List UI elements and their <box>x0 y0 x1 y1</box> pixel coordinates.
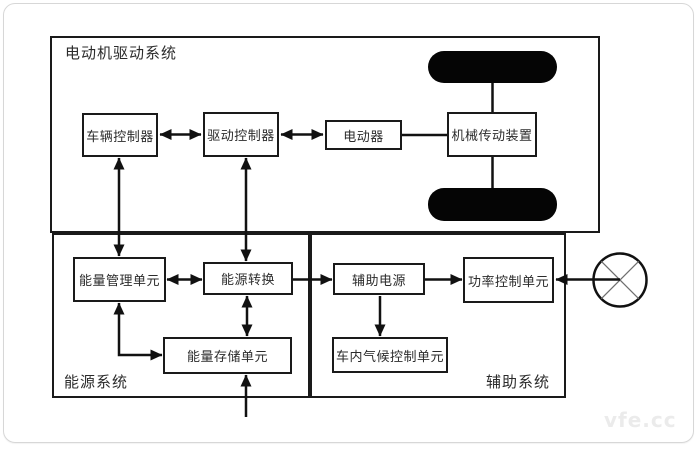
block-energy-conversion: 能源转换 <box>203 262 293 295</box>
block-label: 机械传动装置 <box>451 129 533 144</box>
section-energy-system: 能源系统 <box>52 233 310 398</box>
block-label: 驱动控制器 <box>207 129 275 144</box>
wheel-icon <box>428 188 557 221</box>
block-power-control-unit: 功率控制单元 <box>463 257 554 303</box>
block-label: 能量存储单元 <box>186 350 268 365</box>
section-auxiliary-system: 辅助系统 <box>310 233 566 398</box>
wheel-icon <box>428 51 557 83</box>
block-label: 能量管理单元 <box>78 274 160 289</box>
section-title-auxiliary: 辅助系统 <box>485 373 550 391</box>
block-label: 辅助电源 <box>351 273 406 289</box>
block-energy-storage-unit: 能量存储单元 <box>163 337 292 374</box>
block-climate-control-unit: 车内气候控制单元 <box>332 337 448 373</box>
watermark: vfe.cc <box>604 408 677 432</box>
block-vehicle-controller: 车辆控制器 <box>82 113 158 157</box>
block-drive-controller: 驱动控制器 <box>203 112 279 157</box>
section-motor-drive-system: 电动机驱动系统 <box>50 36 600 233</box>
block-label: 功率控制单元 <box>467 274 549 290</box>
section-title-motor-drive: 电动机驱动系统 <box>65 44 178 62</box>
block-motor: 电动器 <box>325 120 402 150</box>
block-label: 能源转换 <box>220 273 275 288</box>
block-label: 电动器 <box>343 129 384 145</box>
screenshot-rounded-border <box>3 3 694 443</box>
block-energy-management-unit: 能量管理单元 <box>73 257 166 302</box>
block-mechanical-transmission: 机械传动装置 <box>447 112 537 157</box>
section-title-energy: 能源系统 <box>64 373 129 391</box>
block-label: 车辆控制器 <box>86 129 154 145</box>
block-label: 车内气候控制单元 <box>335 349 444 365</box>
block-aux-power: 辅助电源 <box>333 263 425 295</box>
